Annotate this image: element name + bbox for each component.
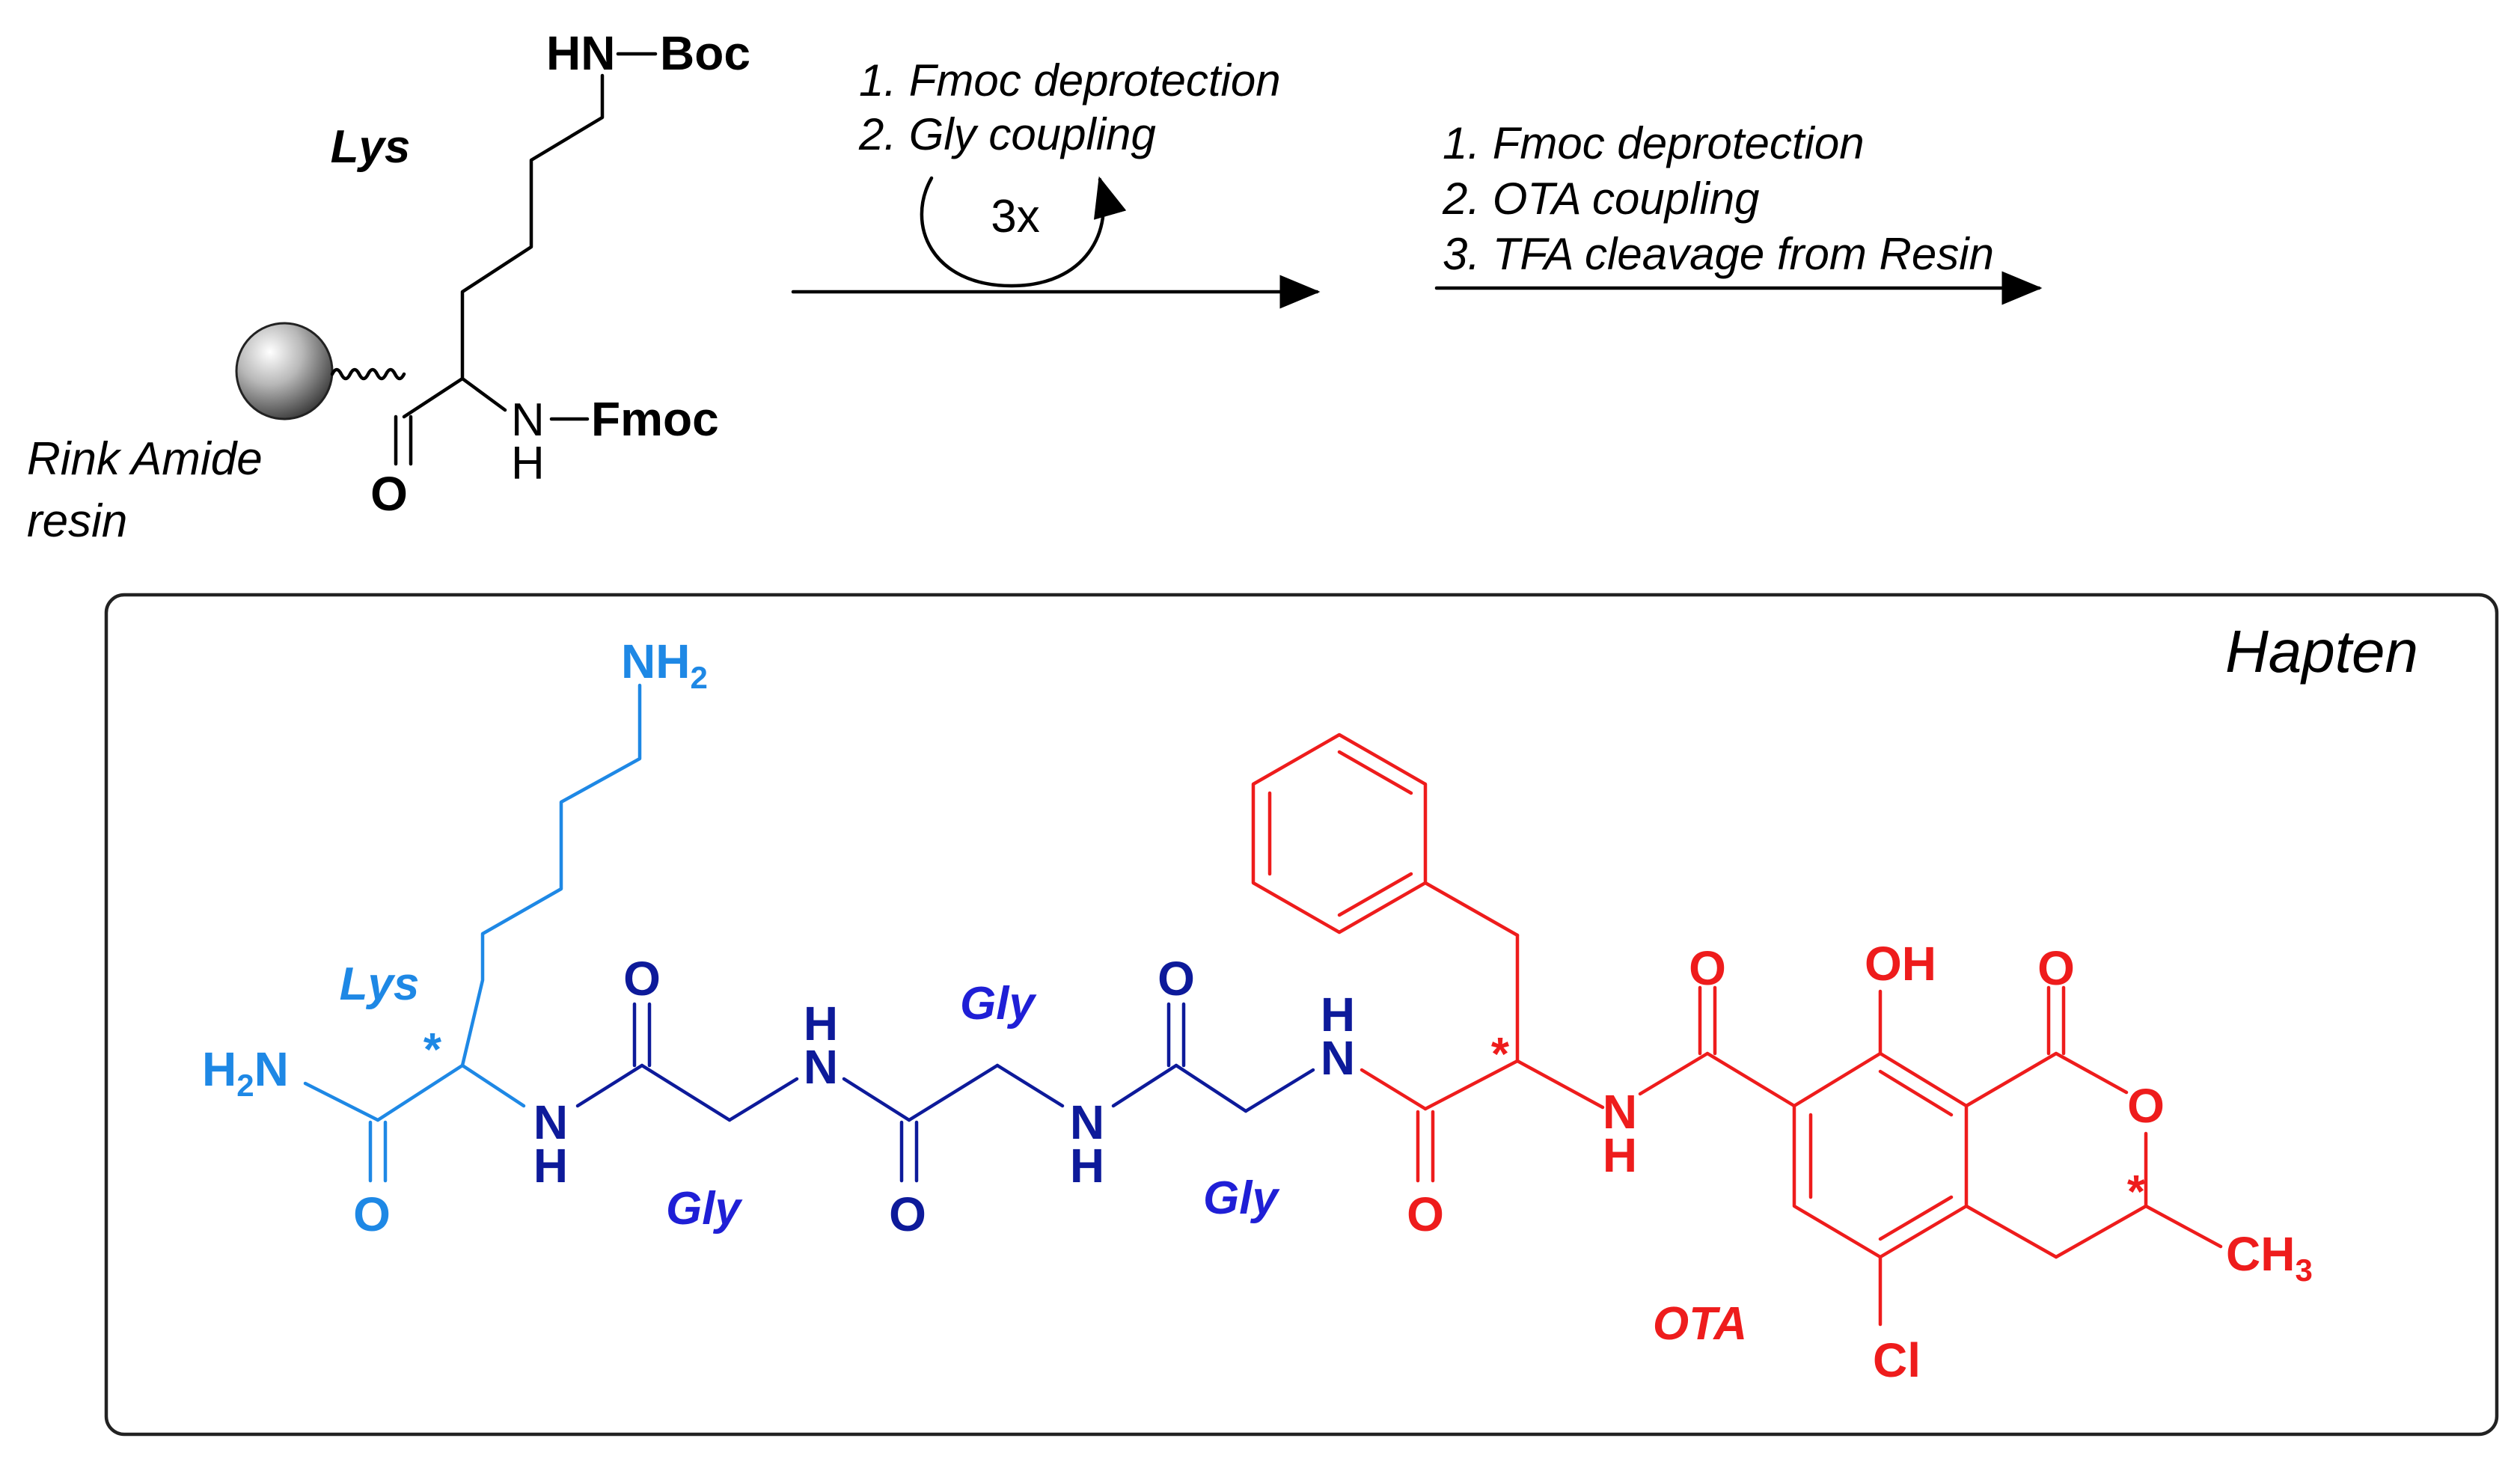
- gly-n1: N: [533, 1095, 568, 1149]
- carbonyl-o: O: [370, 467, 408, 521]
- bond-ca1-n2: [727, 1077, 799, 1122]
- ota-methyl: CH3: [2226, 1227, 2313, 1288]
- gly-n2-h: H: [804, 997, 838, 1050]
- boc-group: Boc: [660, 26, 750, 80]
- bond-cb-phenyl: [1423, 881, 1520, 938]
- bond-ch2-ring: [1964, 1204, 2058, 1259]
- bond-ca-nh: [1515, 1059, 1605, 1110]
- step-2: 1. Fmoc deprotection 2. OTA coupling 3. …: [1434, 118, 2043, 305]
- bond-co2-ca2: [907, 1063, 1000, 1122]
- bond-ca3-n4: [1244, 1068, 1315, 1113]
- alpha-n: N: [511, 394, 545, 446]
- ota-chlorine: Cl: [1873, 1333, 1921, 1387]
- gly-n4-h: H: [1321, 988, 1355, 1042]
- arom-dbl-1: [1878, 1069, 1954, 1117]
- gly2-label: Gly: [960, 978, 1037, 1030]
- arom-dbl-3: [1878, 1195, 1954, 1241]
- lys-carbonyl-o: O: [353, 1187, 391, 1241]
- gly-n4: N: [1321, 1031, 1355, 1085]
- gly3-label: Gly: [1203, 1172, 1280, 1224]
- bond-ca-n: [460, 376, 507, 412]
- lys-side-chain: [460, 683, 642, 1068]
- step1-line1: 1. Fmoc deprotection: [859, 55, 1281, 105]
- step2-line2: 2. OTA coupling: [1442, 174, 1760, 224]
- phe-carbonyl-o: O: [1407, 1187, 1444, 1241]
- lys-nh2: NH2: [621, 634, 708, 695]
- gly-o2: O: [889, 1187, 926, 1241]
- bond-resin-carbonyl: [402, 376, 465, 419]
- step2-line3: 3. TFA cleavage from Resin: [1443, 229, 1994, 279]
- resin-linker-wavy: [330, 367, 406, 381]
- lactone-ring-o: O: [2127, 1079, 2165, 1133]
- bond-n4-co: [1360, 1068, 1428, 1111]
- bond-ring-lactone-c: [1964, 1051, 2058, 1108]
- bond-nh2-co: [303, 1081, 380, 1122]
- resin-label-line1: Rink Amide: [27, 433, 263, 485]
- bond-co-ca: [376, 1063, 465, 1122]
- ota-amide-o: O: [1689, 941, 1726, 995]
- gly-n3-h: H: [1070, 1139, 1104, 1193]
- repeat-count: 3x: [991, 191, 1039, 242]
- bond-ch-ch2: [2054, 1204, 2148, 1259]
- side-chain-hn: HN: [546, 26, 615, 80]
- lys-label-top: Lys: [331, 121, 411, 173]
- step2-line1: 1. Fmoc deprotection: [1443, 118, 1865, 168]
- bond-co-ring: [1705, 1051, 1796, 1108]
- hapten-box: [104, 593, 2499, 1437]
- resin-bead: [235, 322, 334, 420]
- resin-label-line2: resin: [27, 495, 127, 547]
- bond-n2-co2: [842, 1077, 911, 1122]
- starting-material: Lys Rink Amide resin O N H Fmoc HN Boc: [27, 26, 750, 547]
- bond-ch-methyl: [2144, 1204, 2223, 1249]
- bond-ca2-n3: [995, 1063, 1065, 1108]
- phe-stereo-star: *: [1491, 1029, 1510, 1080]
- lys-amide-h2n: H2N: [202, 1042, 289, 1103]
- hapten-lysine: NH2 Lys * H2N O: [202, 634, 708, 1241]
- lactone-carbonyl-o: O: [2037, 941, 2075, 995]
- ota-hydroxyl: OH: [1865, 937, 1936, 991]
- phenyl-dbl-3: [1337, 872, 1413, 917]
- fmoc-group: Fmoc: [591, 392, 719, 446]
- bond-nh-co: [1638, 1051, 1710, 1096]
- phenyl-ring: [1251, 732, 1428, 935]
- ota-label: OTA: [1653, 1298, 1747, 1350]
- hapten-title: Hapten: [2225, 618, 2418, 685]
- lysine-side-chain: [460, 73, 605, 381]
- phenyl-dbl-1: [1337, 750, 1413, 795]
- ota-n: N: [1603, 1085, 1637, 1139]
- gly-n3: N: [1070, 1095, 1104, 1149]
- lys-stereo-star: *: [423, 1024, 442, 1076]
- bond-co3-ca3: [1174, 1063, 1248, 1113]
- ota-n-h: H: [1603, 1128, 1637, 1182]
- gly-o3: O: [1157, 952, 1195, 1006]
- gly-o1: O: [623, 952, 661, 1006]
- gly1-label: Gly: [666, 1183, 743, 1235]
- repeat-cycle-arrow: [920, 176, 1127, 288]
- bond-n1-co1: [575, 1063, 644, 1108]
- step-1: 1. Fmoc deprotection 2. Gly coupling 3x: [791, 55, 1321, 309]
- bond-ca-n: [460, 1063, 526, 1108]
- lys-label-hapten: Lys: [340, 958, 420, 1010]
- bond-lactone-c-o: [2054, 1051, 2129, 1095]
- step1-line2: 2. Gly coupling: [858, 109, 1156, 159]
- bond-co-phe-ca: [1423, 1059, 1520, 1111]
- gly-n2: N: [804, 1040, 838, 1094]
- hapten-glycines: N H O Gly H N O Gly N H O Gly H N: [533, 952, 1355, 1241]
- gly-n1-h: H: [533, 1139, 568, 1193]
- isocoumarin-aromatic-ring: [1792, 1051, 1969, 1259]
- alpha-h: H: [511, 438, 545, 489]
- bond-co1-ca1: [640, 1063, 732, 1122]
- hapten-ochratoxin: O * N H O OH Cl O O: [1251, 732, 2313, 1387]
- bond-n3-co3: [1111, 1063, 1178, 1108]
